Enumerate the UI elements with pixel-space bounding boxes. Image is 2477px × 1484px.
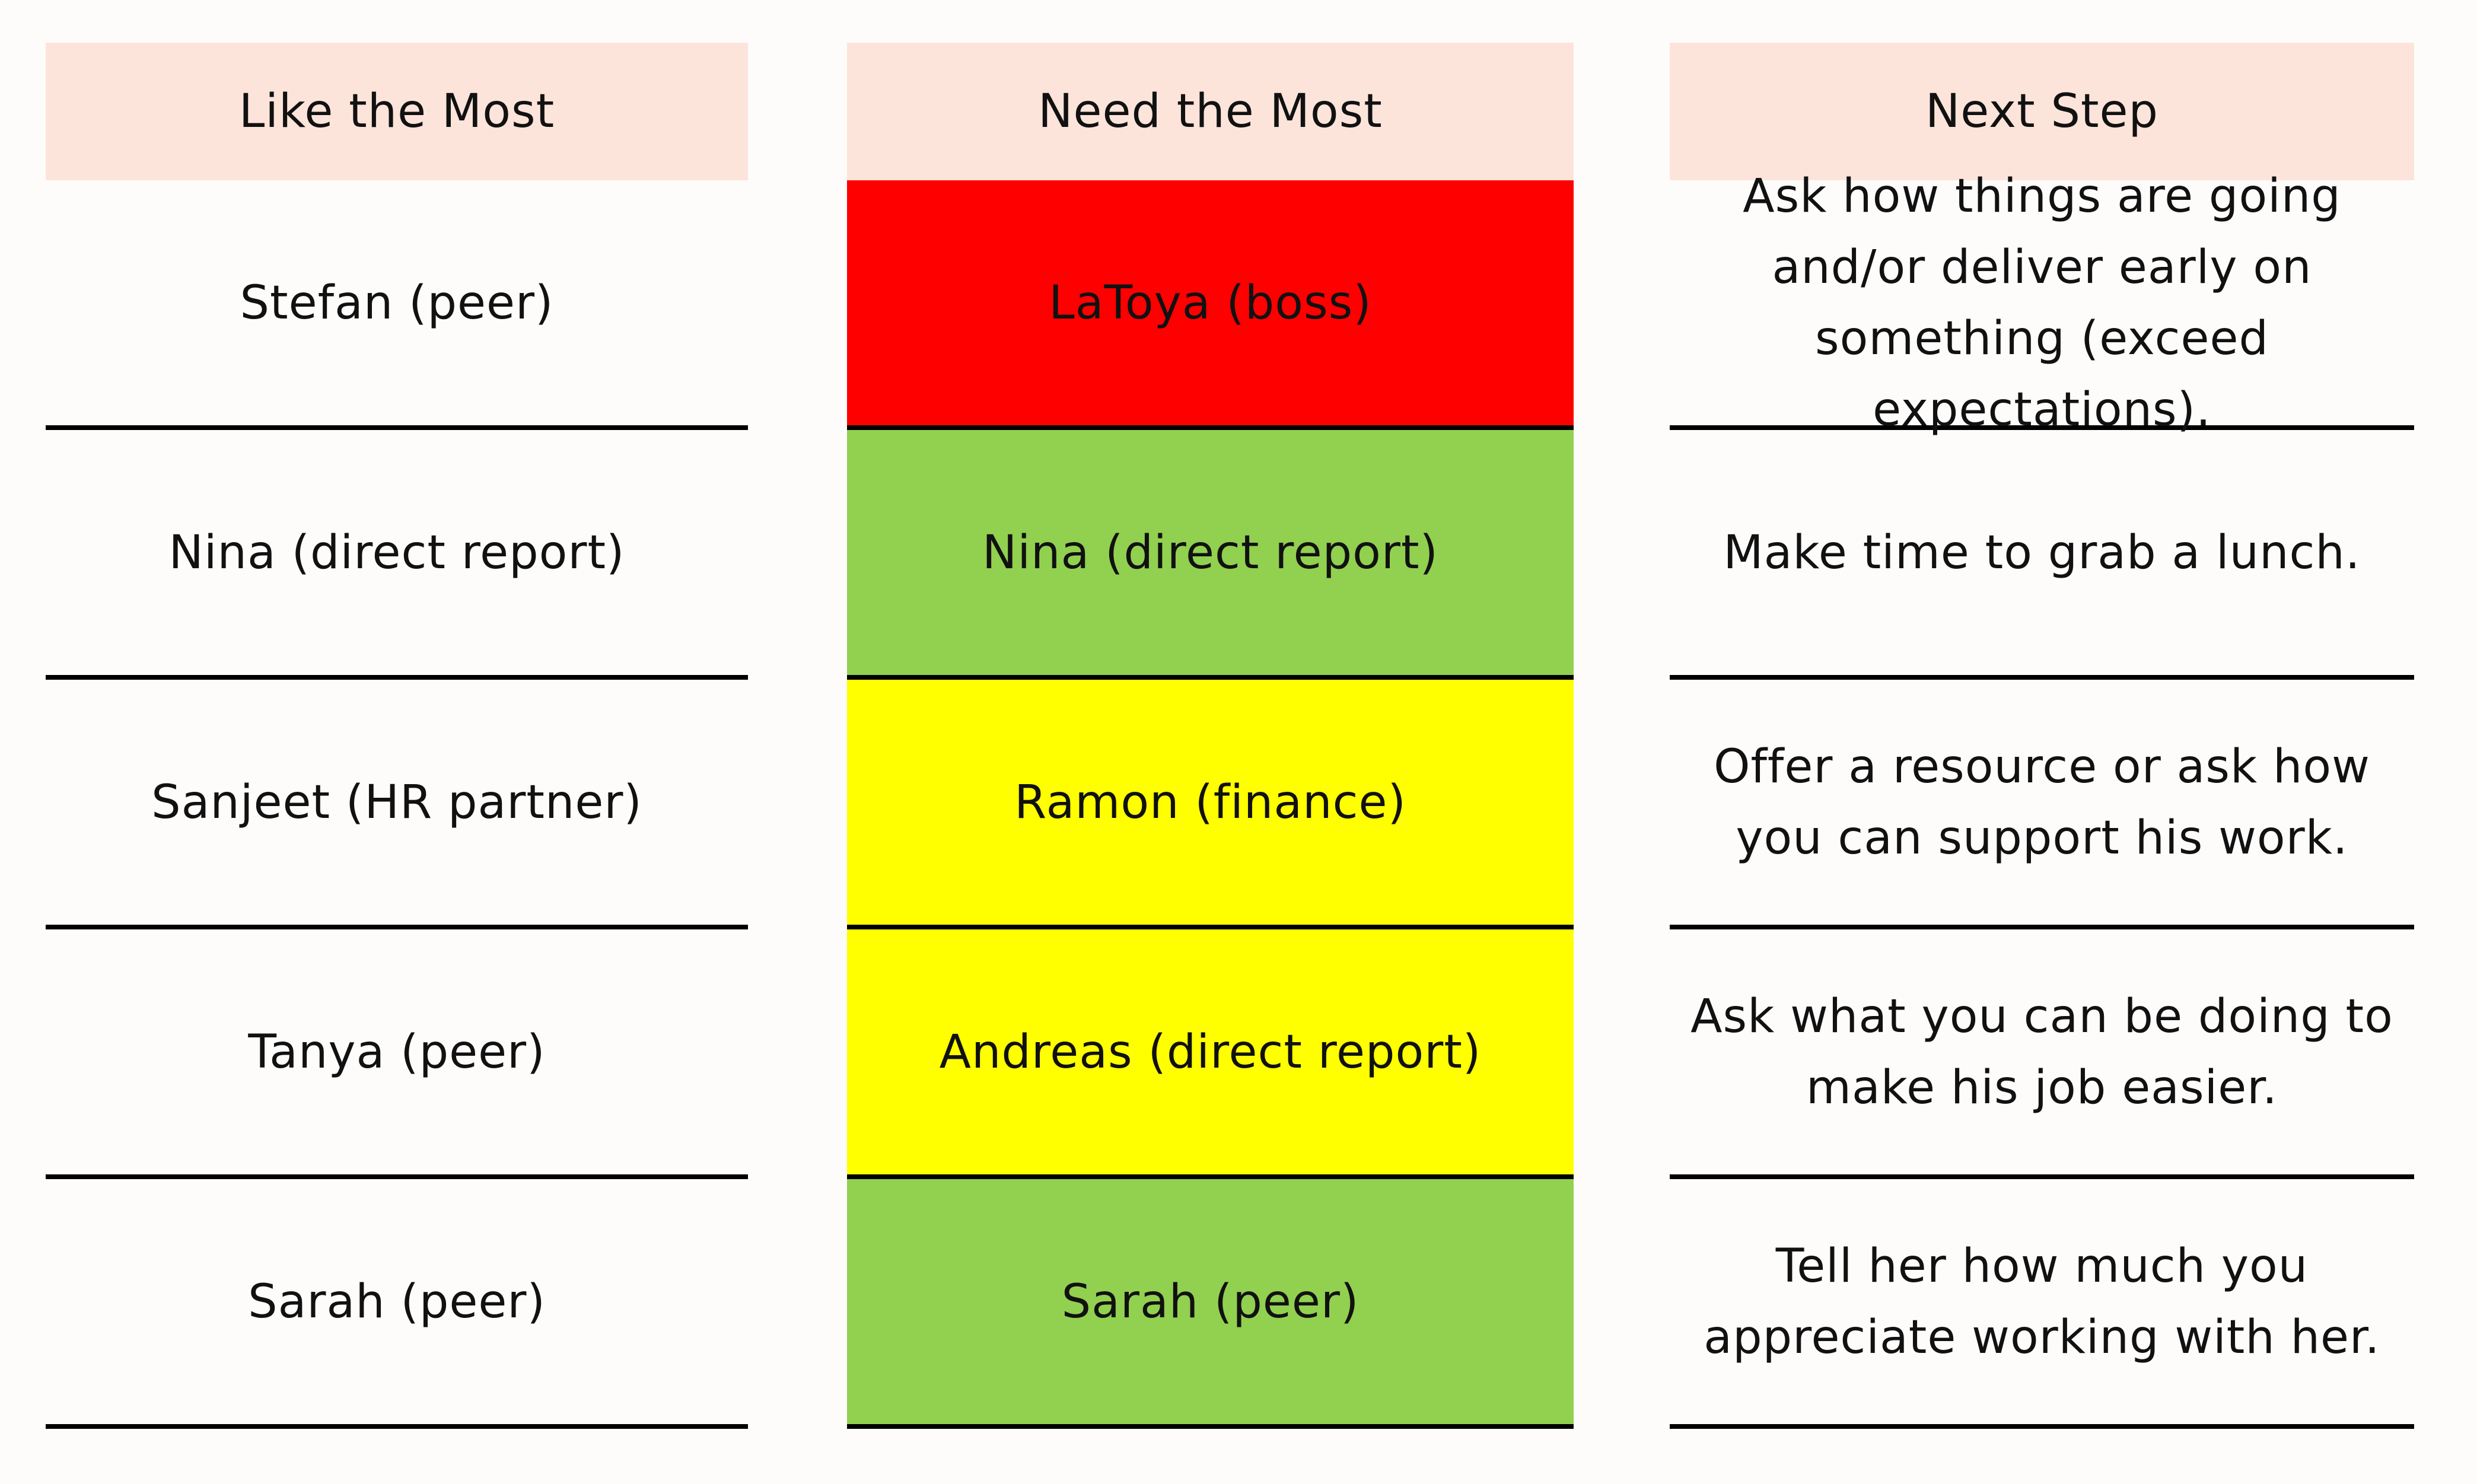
column-like-the-most: Like the Most Stefan (peer) Nina (direct…	[46, 43, 748, 1429]
header-next-step: Next Step	[1670, 43, 2414, 180]
next-step-cell-5: Tell her how much you appreciate working…	[1670, 1179, 2414, 1429]
like-cell-5: Sarah (peer)	[46, 1179, 748, 1429]
next-step-cell-2: Make time to grab a lunch.	[1670, 430, 2414, 680]
like-cell-4: Tanya (peer)	[46, 929, 748, 1179]
like-cell-2: Nina (direct report)	[46, 430, 748, 680]
need-cell-4: Andreas (direct report)	[847, 929, 1574, 1179]
header-need-the-most: Need the Most	[847, 43, 1574, 180]
next-step-cell-4: Ask what you can be doing to make his jo…	[1670, 929, 2414, 1179]
need-cell-5: Sarah (peer)	[847, 1179, 1574, 1429]
need-cell-3: Ramon (finance)	[847, 680, 1574, 929]
need-cell-2: Nina (direct report)	[847, 430, 1574, 680]
like-cell-3: Sanjeet (HR partner)	[46, 680, 748, 929]
header-like-the-most: Like the Most	[46, 43, 748, 180]
like-cell-1: Stefan (peer)	[46, 180, 748, 430]
column-next-step: Next Step Ask how things are going and/o…	[1670, 43, 2414, 1429]
need-cell-1: LaToya (boss)	[847, 180, 1574, 430]
next-step-cell-1: Ask how things are going and/or deliver …	[1670, 170, 2414, 437]
column-need-the-most: Need the Most LaToya (boss) Nina (direct…	[847, 43, 1574, 1429]
next-step-cell-3: Offer a resource or ask how you can supp…	[1670, 680, 2414, 929]
